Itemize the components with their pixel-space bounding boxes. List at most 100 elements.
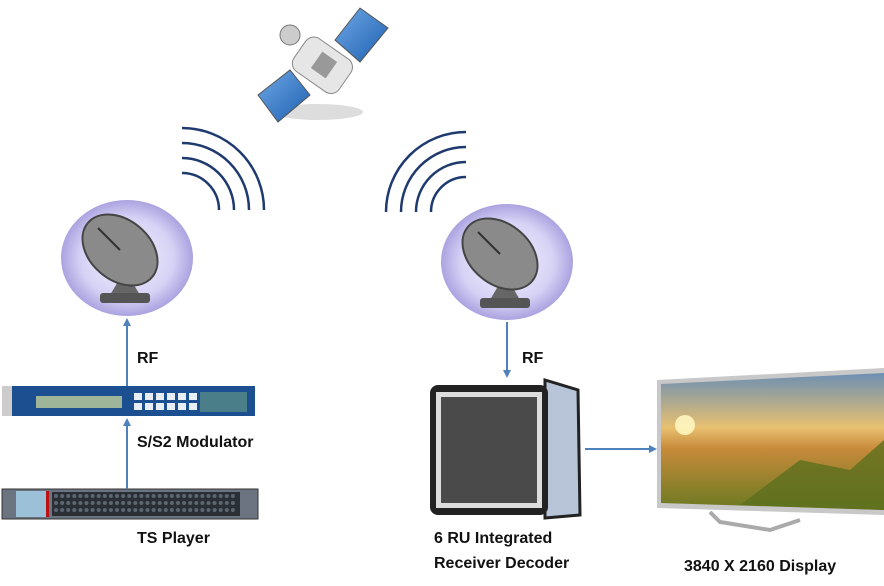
- connector-dot: [163, 508, 168, 512]
- connector-dot: [151, 501, 156, 505]
- connector-dot: [224, 494, 229, 498]
- connector-dot: [194, 508, 199, 512]
- connector-dot: [108, 501, 113, 505]
- connector-dot: [169, 494, 174, 498]
- ts-player-rack-icon: [1, 488, 259, 520]
- connector-dot: [151, 508, 156, 512]
- connector-dot: [224, 508, 229, 512]
- connector-dot: [206, 508, 211, 512]
- connector-dot: [115, 494, 119, 498]
- connector-dot: [212, 494, 217, 498]
- radio-waves-icon: [181, 126, 266, 211]
- radio-waves-icon: [384, 130, 467, 213]
- connector-dot: [115, 501, 119, 505]
- connector-dot: [230, 501, 235, 505]
- connector-dot: [212, 508, 217, 512]
- connector-dot: [72, 501, 77, 505]
- connector-dot: [218, 508, 223, 512]
- connector-dot: [60, 501, 65, 505]
- connector-dot: [84, 494, 89, 498]
- connector-dot: [133, 494, 138, 498]
- connector-dot: [212, 501, 217, 505]
- connector-dot: [66, 501, 71, 505]
- connector-dot: [90, 494, 95, 498]
- connector-dot: [127, 494, 132, 498]
- ird-label-line1: 6 RU Integrated: [434, 530, 553, 547]
- connector-dot: [182, 494, 187, 498]
- connector-dot: [127, 501, 132, 505]
- connector-dot: [206, 501, 211, 505]
- tv-display-icon: [657, 368, 884, 533]
- connector-dot: [60, 494, 65, 498]
- connector-dot: [200, 508, 205, 512]
- connector-dot: [90, 508, 95, 512]
- rf-uplink-label: RF: [137, 350, 159, 367]
- connector-dot: [96, 501, 101, 505]
- connector-dot: [66, 508, 71, 512]
- connector-dot: [102, 494, 107, 498]
- connector-dot: [139, 508, 144, 512]
- connector-dot: [176, 501, 180, 505]
- connector-dot: [102, 501, 107, 505]
- display-label: 3840 X 2160 Display: [684, 558, 837, 575]
- connector-dot: [121, 494, 126, 498]
- connector-dot: [121, 501, 126, 505]
- connector-dot: [188, 494, 193, 498]
- connector-dot: [54, 508, 58, 512]
- connector-dot: [200, 494, 205, 498]
- connector-dot: [108, 508, 113, 512]
- connector-dot: [133, 501, 138, 505]
- connector-dot: [145, 494, 150, 498]
- connector-dot: [72, 494, 77, 498]
- connector-dot: [188, 501, 193, 505]
- connector-dot: [145, 508, 150, 512]
- connector-dot: [90, 501, 95, 505]
- connector-dot: [163, 501, 168, 505]
- connector-dot: [194, 501, 199, 505]
- connector-dot: [78, 501, 83, 505]
- rf-downlink-label: RF: [522, 350, 544, 367]
- connector-dot: [139, 494, 144, 498]
- connector-dot: [230, 494, 235, 498]
- satellite-icon: [257, 7, 389, 123]
- connector-dot: [157, 508, 162, 512]
- connector-dot: [127, 508, 132, 512]
- connector-dot: [169, 508, 174, 512]
- connector-dot: [72, 508, 77, 512]
- connector-dot: [133, 508, 138, 512]
- ts-player-label: TS Player: [137, 530, 210, 547]
- connector-dot: [218, 501, 223, 505]
- connector-dot: [108, 494, 113, 498]
- connector-dot: [200, 501, 205, 505]
- connector-dot: [230, 508, 235, 512]
- connector-dot: [139, 501, 144, 505]
- connector-dot: [96, 508, 101, 512]
- connector-dot: [206, 494, 211, 498]
- connector-dot: [54, 501, 58, 505]
- connector-dot: [176, 494, 180, 498]
- connector-dot: [60, 508, 65, 512]
- connector-dot: [66, 494, 71, 498]
- connector-dot: [194, 494, 199, 498]
- connector-dot: [182, 501, 187, 505]
- connector-dot: [96, 494, 101, 498]
- connector-dot: [169, 501, 174, 505]
- connector-dot: [163, 494, 168, 498]
- connector-dot: [224, 501, 229, 505]
- connector-dot: [84, 501, 89, 505]
- modulator-rack-icon: [2, 386, 255, 416]
- connector-dot: [115, 508, 119, 512]
- connector-dot: [157, 501, 162, 505]
- connector-dot: [121, 508, 126, 512]
- satellite-dish-icon: [441, 204, 573, 320]
- connector-dot: [84, 508, 89, 512]
- connector-dot: [188, 508, 193, 512]
- ird-label-line2: Receiver Decoder: [434, 555, 570, 572]
- receiver-decoder-icon: [430, 377, 582, 520]
- connector-dot: [78, 508, 83, 512]
- modulator-label: S/S2 Modulator: [137, 434, 254, 451]
- connector-dot: [182, 508, 187, 512]
- connector-dot: [157, 494, 162, 498]
